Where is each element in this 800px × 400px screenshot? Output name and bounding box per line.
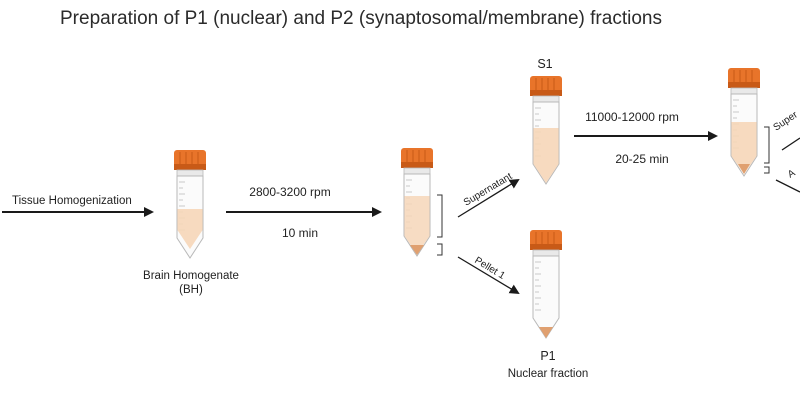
label-brain-homogenate: Brain Homogenate (143, 270, 239, 282)
tube-p1 (529, 230, 563, 339)
arrow-pellet (457, 256, 520, 295)
arrow-supernatant (457, 178, 520, 218)
tube-after-spin2 (727, 68, 761, 177)
label-nuclear-fraction: Nuclear fraction (508, 368, 589, 380)
label-bh: (BH) (179, 284, 203, 296)
label-spin1-time: 10 min (282, 226, 318, 240)
label-tissue-homogenization: Tissue Homogenization (12, 195, 132, 207)
arrow-cut-lower (775, 179, 800, 193)
label-cut-supernatant: Super (772, 109, 800, 133)
bracket-pellet (437, 243, 443, 256)
label-spin2-time: 20-25 min (615, 152, 668, 166)
tube-after-spin1 (400, 148, 434, 257)
bracket-supernatant (437, 194, 443, 238)
label-s1: S1 (537, 57, 552, 71)
page-title: Preparation of P1 (nuclear) and P2 (syna… (60, 8, 662, 29)
label-spin1-speed: 2800-3200 rpm (249, 185, 330, 199)
label-p1: P1 (540, 349, 555, 363)
arrow-cut-upper (781, 137, 800, 151)
tube-s1 (529, 76, 563, 185)
tube-brain-homogenate (173, 150, 207, 259)
label-supernatant: Supernatant (462, 171, 515, 209)
label-spin2-speed: 11000-12000 rpm (585, 110, 679, 124)
label-cut-right: A (786, 168, 798, 181)
bracket-supernatant-2 (764, 126, 770, 164)
bracket-pellet-2 (764, 166, 770, 174)
